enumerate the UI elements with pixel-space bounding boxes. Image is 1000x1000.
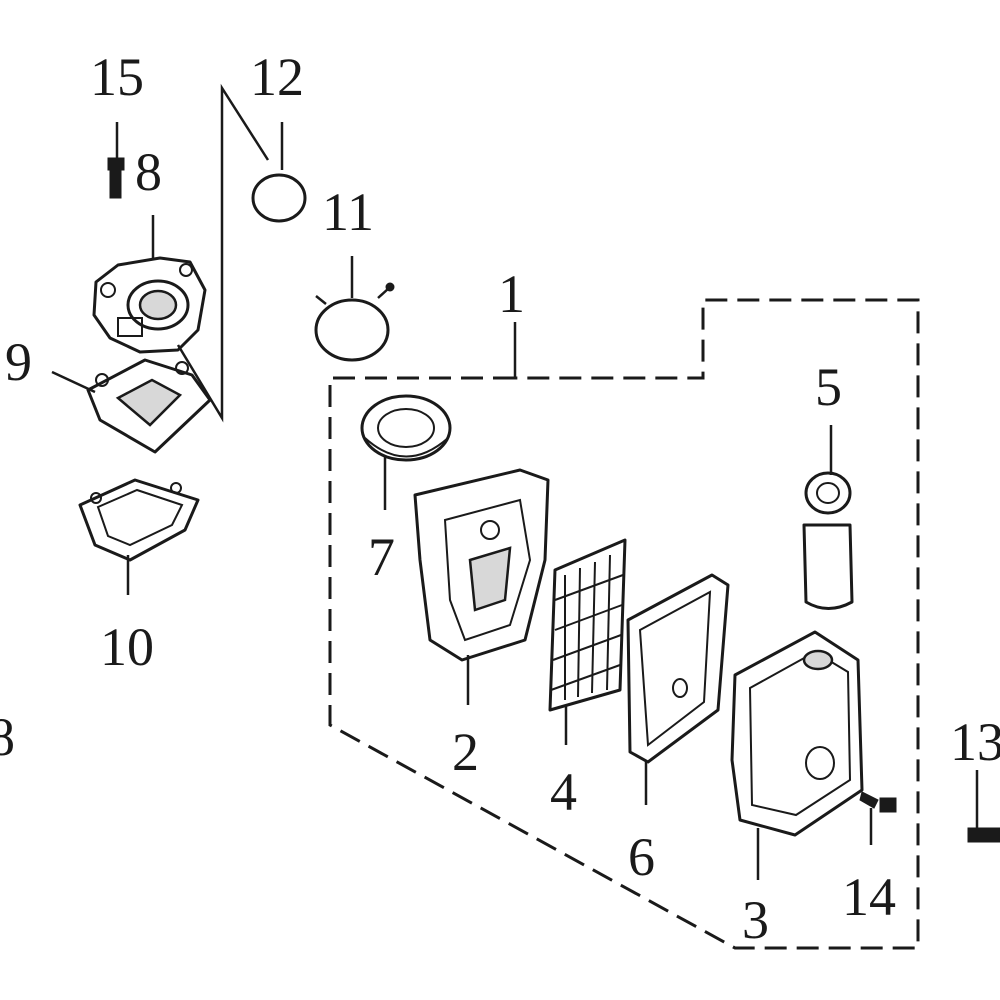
air-cleaner-base-part-2: [413, 468, 550, 662]
gasket-part-10: [78, 478, 200, 562]
left-group-bracket: [176, 83, 270, 423]
reed-valve-part-9: [86, 358, 212, 454]
assembly-group-boundary: [328, 298, 920, 950]
o-ring-part-12: [251, 173, 307, 223]
callout-6: 6: [628, 827, 655, 887]
filter-element-part-6: [626, 573, 730, 764]
callout-13: 13: [950, 712, 1000, 772]
callout-3: 3: [742, 890, 769, 950]
callout-14: 14: [842, 867, 896, 927]
callout-4: 4: [550, 762, 577, 822]
callout-2: 2: [452, 722, 479, 782]
leader-9: [51, 370, 96, 394]
callout-15: 15: [90, 47, 144, 107]
callout-10: 10: [100, 617, 154, 677]
mesh-screen-part-4: [548, 538, 627, 712]
callout-5: 5: [815, 357, 842, 417]
screw-part-14: [859, 791, 897, 813]
bolt-part-15: [107, 157, 125, 199]
callout-11: 11: [322, 182, 374, 242]
callout-7: 7: [368, 527, 395, 587]
air-cleaner-cover-part-3: [730, 630, 864, 837]
callout-1: 1: [498, 264, 525, 324]
callout-9: 9: [5, 332, 32, 392]
bolt-part-13: [967, 827, 1000, 843]
callout-12: 12: [250, 47, 304, 107]
clamp-ring-part-11: [314, 282, 395, 362]
callout-edge-left: 8: [0, 707, 15, 767]
carburetor-part-8: [92, 256, 207, 354]
breather-tube-part-5: [802, 471, 854, 610]
grommet-part-7: [360, 394, 452, 462]
callout-8: 8: [135, 142, 162, 202]
